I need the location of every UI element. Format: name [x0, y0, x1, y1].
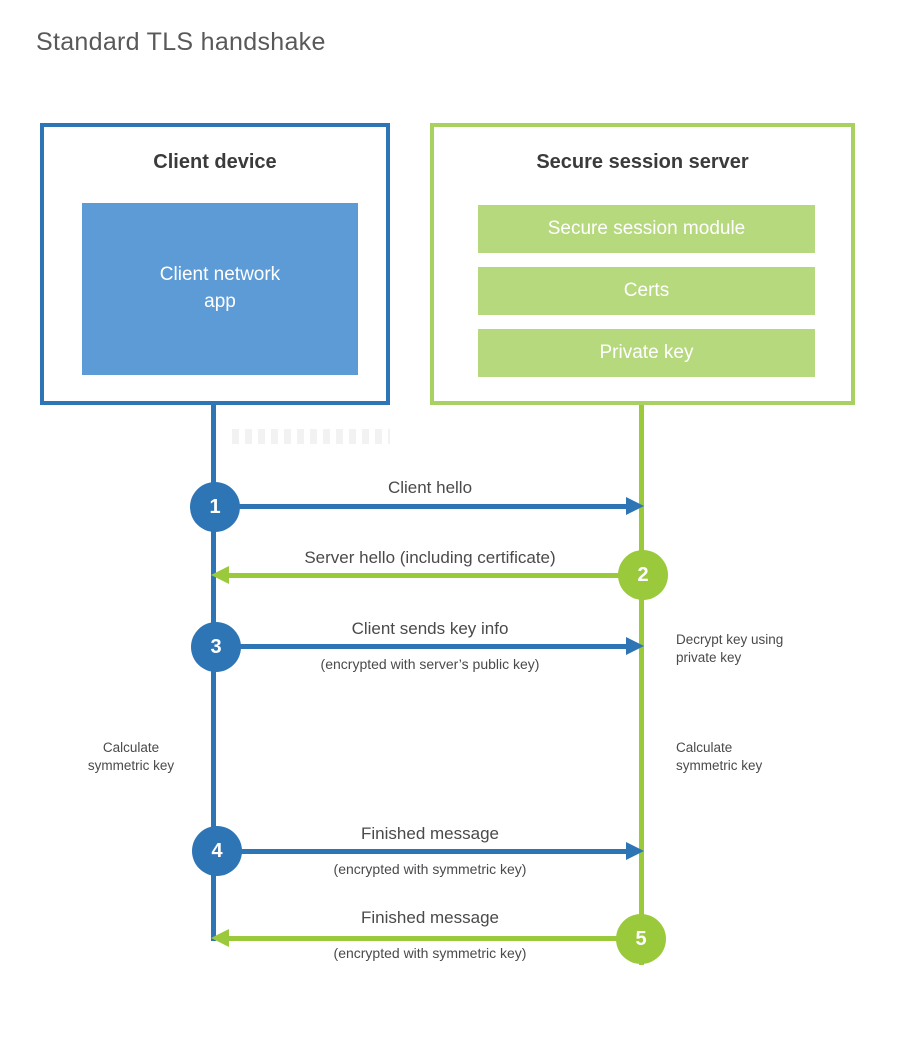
- client-device-title: Client device: [153, 151, 277, 173]
- annotation-decrypt-key: Decrypt key using private key: [676, 632, 784, 666]
- server-module-certs: Certs: [478, 267, 815, 315]
- arrowhead-left-icon: [211, 566, 229, 584]
- secure-session-server-title: Secure session server: [536, 151, 749, 173]
- arrowhead-left-icon: [211, 929, 229, 947]
- message-label-server-hello: Server hello (including certificate): [304, 548, 556, 567]
- step-circle-1: 1: [190, 482, 240, 532]
- arrow-line-key-info: [216, 644, 626, 649]
- arrowhead-right-icon: [626, 497, 644, 515]
- arrow-line-finished-client: [217, 849, 626, 854]
- step-circle-3: 3: [191, 622, 241, 672]
- page-title: Standard TLS handshake: [36, 28, 326, 56]
- server-module-secure-session: Secure session module: [478, 205, 815, 253]
- client-network-app-label: Client network app: [159, 264, 281, 312]
- arrow-line-finished-server: [229, 936, 641, 941]
- step-circle-5: 5: [616, 914, 666, 964]
- message-label-finished-server: Finished message: [361, 908, 499, 927]
- step-circle-4: 4: [192, 826, 242, 876]
- message-sub-finished-client: (encrypted with symmetric key): [333, 861, 527, 877]
- faint-dashed-artifact: [232, 429, 390, 444]
- message-label-client-hello: Client hello: [387, 478, 473, 497]
- server-lifeline: [639, 405, 644, 965]
- arrow-line-client-hello: [214, 504, 626, 509]
- message-sub-key-info: (encrypted with server’s public key): [320, 656, 540, 672]
- step-circle-2: 2: [618, 550, 668, 600]
- client-device-box: Client device Client network app: [40, 123, 390, 405]
- arrow-line-server-hello: [229, 573, 643, 578]
- message-label-key-info: Client sends key info: [351, 619, 509, 638]
- annotation-calc-symmetric-key-client: Calculate symmetric key: [87, 740, 175, 774]
- server-module-private-key: Private key: [478, 329, 815, 377]
- annotation-calc-symmetric-key-server: Calculate symmetric key: [676, 740, 763, 774]
- client-network-app-box: Client network app: [82, 203, 358, 375]
- arrowhead-right-icon: [626, 842, 644, 860]
- client-lifeline: [211, 405, 216, 941]
- message-label-finished-client: Finished message: [361, 824, 499, 843]
- secure-session-server-box: Secure session server Secure session mod…: [430, 123, 855, 405]
- message-sub-finished-server: (encrypted with symmetric key): [333, 945, 527, 961]
- arrowhead-right-icon: [626, 637, 644, 655]
